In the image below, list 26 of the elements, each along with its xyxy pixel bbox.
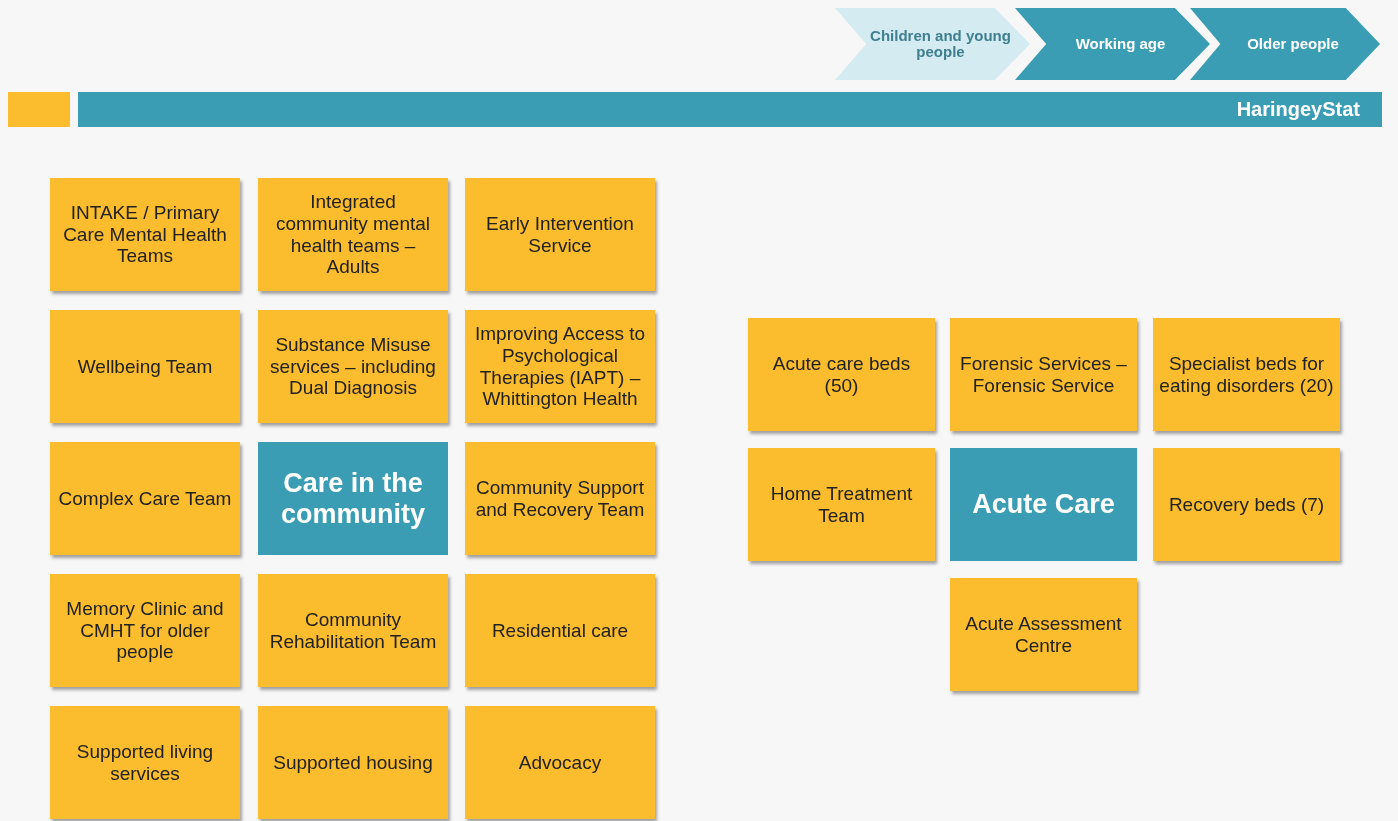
- service-tile: Improving Access to Psychological Therapies (IAPT) – Whittington Health: [465, 310, 655, 423]
- service-tile: Community Rehabilitation Team: [258, 574, 448, 687]
- service-tile: Specialist beds for eating disorders (20): [1153, 318, 1340, 431]
- service-tile: Advocacy: [465, 706, 655, 819]
- service-tile: Integrated community mental health teams – Adults: [258, 178, 448, 291]
- hub-tile: Acute Care: [950, 448, 1137, 561]
- service-tile: Substance Misuse services – including Dual Diagnosis: [258, 310, 448, 423]
- chevron-tab: Older people: [1190, 8, 1380, 80]
- header-banner: HaringeyStat: [78, 92, 1382, 127]
- service-tile: Supported living services: [50, 706, 240, 819]
- service-tile: Community Support and Recovery Team: [465, 442, 655, 555]
- service-tile: Wellbeing Team: [50, 310, 240, 423]
- service-tile: INTAKE / Primary Care Mental Health Teams: [50, 178, 240, 291]
- service-tile: Supported housing: [258, 706, 448, 819]
- service-tile: Residential care: [465, 574, 655, 687]
- hub-tile: Care in the community: [258, 442, 448, 555]
- service-tile: Memory Clinic and CMHT for older people: [50, 574, 240, 687]
- service-tile: Recovery beds (7): [1153, 448, 1340, 561]
- service-tile: Forensic Services – Forensic Service: [950, 318, 1137, 431]
- chevron-tab: Children and young people: [835, 8, 1030, 80]
- service-tile: Acute Assessment Centre: [950, 578, 1137, 691]
- service-tile: Early Intervention Service: [465, 178, 655, 291]
- service-tile: Home Treatment Team: [748, 448, 935, 561]
- chevron-tab: Working age: [1015, 8, 1210, 80]
- service-tile: Acute care beds (50): [748, 318, 935, 431]
- service-tile: Complex Care Team: [50, 442, 240, 555]
